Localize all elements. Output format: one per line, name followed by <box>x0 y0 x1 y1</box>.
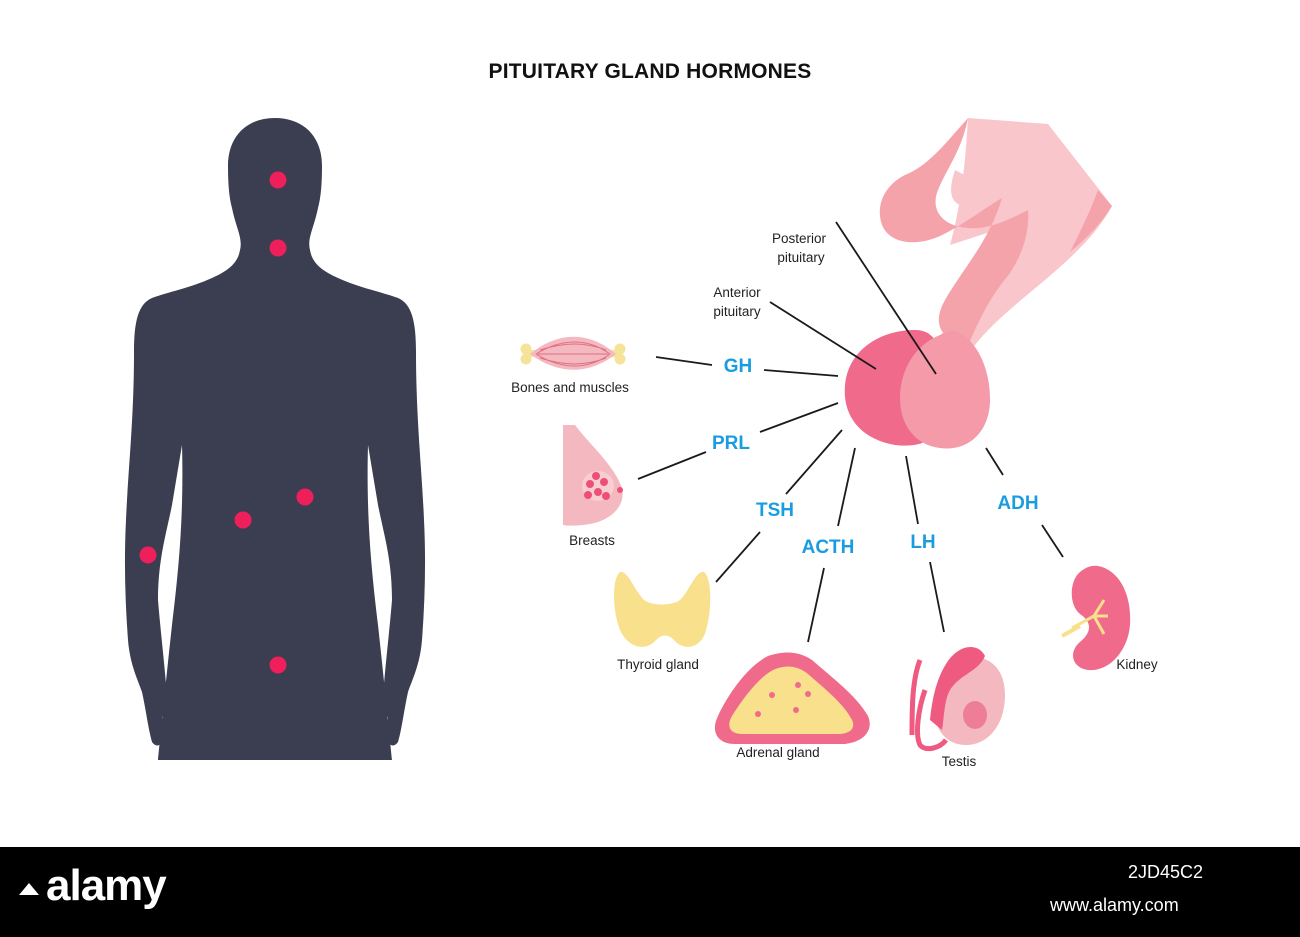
diagram-canvas: Posterior pituitary Anterior pituitary G… <box>124 118 1158 769</box>
bone-muscle-illustration <box>520 336 626 370</box>
posterior-lobe <box>900 331 990 449</box>
brand-logo-mark <box>19 883 39 895</box>
marker-arm <box>139 546 157 564</box>
organ-label-kidney: Kidney <box>1116 657 1158 672</box>
kidney-illustration <box>1061 565 1131 671</box>
anterior-label-line1: Anterior <box>713 285 761 300</box>
pituitary-gland <box>844 118 1112 449</box>
breast-illustration <box>563 425 623 526</box>
line-gh-left <box>655 356 713 366</box>
footer-bar: alamy 2JD45C2 www.alamy.com <box>0 847 1300 937</box>
image-id: 2JD45C2 <box>1128 862 1204 882</box>
thyroid-illustration <box>614 571 711 647</box>
credit-url[interactable]: www.alamy.com <box>1050 895 1179 915</box>
brand-logo[interactable]: alamy <box>46 861 167 910</box>
organ-label-adrenal: Adrenal gland <box>736 745 819 760</box>
line-tsh-thyroid <box>715 531 761 583</box>
stalk-inner <box>951 170 995 207</box>
diagram-stage: PITUITARY GLAND HORMONES <box>124 60 1158 769</box>
adrenal-illustration <box>714 652 870 744</box>
organ-label-bones: Bones and muscles <box>511 380 629 395</box>
line-lh-gland <box>905 455 919 525</box>
testis-illustration <box>909 646 1005 752</box>
hormone-gh: GH <box>724 356 753 377</box>
line-tsh-gland <box>785 429 843 495</box>
marker-neck <box>269 239 287 257</box>
line-prl-gland <box>759 402 839 433</box>
hormone-acth: ACTH <box>802 537 855 558</box>
line-gh-right <box>763 369 839 377</box>
body-markers <box>139 171 314 674</box>
connector-lines <box>637 221 1064 643</box>
organ-label-breasts: Breasts <box>569 533 615 548</box>
marker-groin <box>269 656 287 674</box>
hormone-tsh: TSH <box>756 500 794 521</box>
marker-kidney <box>296 488 314 506</box>
line-prl-breast <box>637 451 707 480</box>
line-anterior-label <box>769 301 877 370</box>
silhouette-shape <box>124 118 426 760</box>
diagram-title: PITUITARY GLAND HORMONES <box>488 60 812 83</box>
stalk-dark <box>879 118 1029 350</box>
line-posterior-label <box>835 221 937 375</box>
hormone-lh: LH <box>910 532 935 553</box>
organ-label-testis: Testis <box>942 754 977 769</box>
body-silhouette <box>124 118 426 760</box>
hormone-prl: PRL <box>712 433 750 454</box>
line-lh-testis <box>929 561 945 633</box>
hormone-adh: ADH <box>997 493 1038 514</box>
line-adh-gland <box>985 447 1004 476</box>
stalk-edge <box>1070 190 1112 252</box>
organ-label-thyroid: Thyroid gland <box>617 657 699 672</box>
posterior-label-line2: pituitary <box>777 250 825 265</box>
line-adh-kidney <box>1041 524 1064 558</box>
marker-head <box>269 171 287 189</box>
posterior-label-line1: Posterior <box>772 231 827 246</box>
anterior-label-line2: pituitary <box>713 304 761 319</box>
line-acth-adrenal <box>807 567 825 643</box>
line-acth-gland <box>837 447 856 527</box>
marker-adrenal <box>234 511 252 529</box>
